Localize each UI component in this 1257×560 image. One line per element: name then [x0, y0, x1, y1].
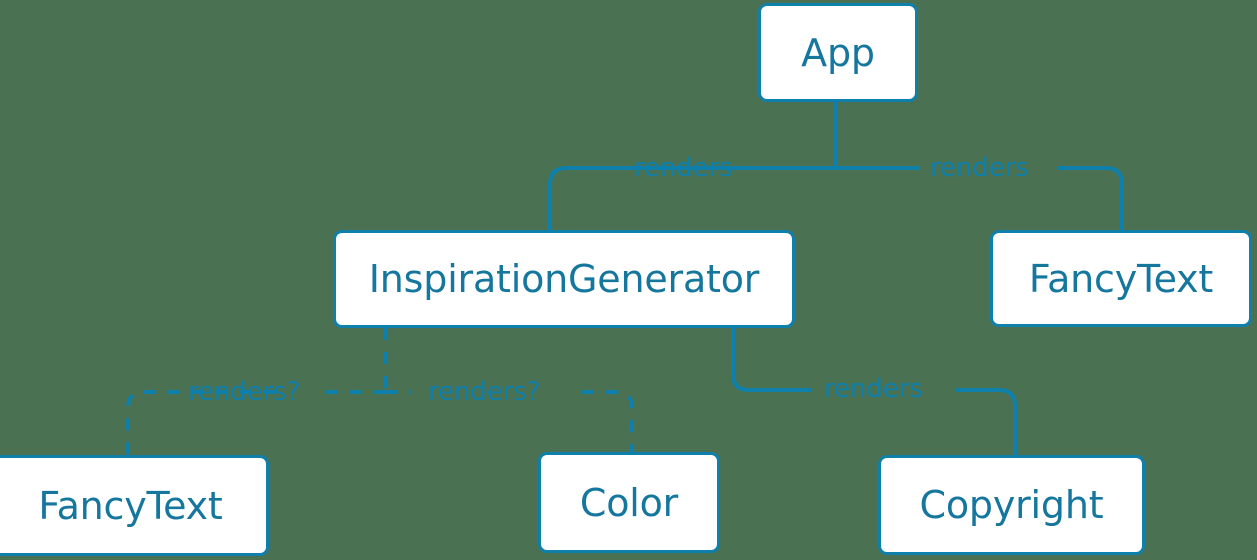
node-color[interactable]: Color — [538, 452, 720, 553]
node-fancytext-right-label: FancyText — [1028, 256, 1214, 301]
edge-inspiration-to-fancytext-bottom — [126, 390, 385, 455]
edge-label-app-to-fancytext-right: renders — [930, 153, 1029, 183]
node-inspiration-generator-label: InspirationGenerator — [368, 257, 760, 301]
node-color-label: Color — [579, 480, 679, 525]
edge-inspiration-to-color — [385, 390, 634, 452]
edge-label-app-to-inspiration-generator: renders — [634, 153, 733, 183]
edge-label-inspiration-to-fancytext-bottom: renders? — [188, 377, 301, 407]
node-fancytext-right[interactable]: FancyText — [990, 230, 1252, 327]
node-copyright-label: Copyright — [919, 483, 1104, 527]
node-copyright[interactable]: Copyright — [878, 455, 1145, 555]
node-fancytext-bottom-label: FancyText — [38, 483, 223, 528]
edge-copyright-segment-b — [955, 388, 1017, 455]
edge-inspiration-to-copyright — [731, 328, 812, 392]
node-inspiration-generator[interactable]: InspirationGenerator — [333, 230, 795, 328]
edge-label-inspiration-to-color: renders? — [428, 377, 541, 407]
edge-label-inspiration-to-copyright: renders — [824, 374, 923, 404]
node-app-label: App — [801, 30, 875, 75]
node-fancytext-bottom[interactable]: FancyText — [0, 455, 269, 556]
edge-app-right-segment-b — [1058, 166, 1124, 230]
node-app[interactable]: App — [758, 3, 918, 102]
